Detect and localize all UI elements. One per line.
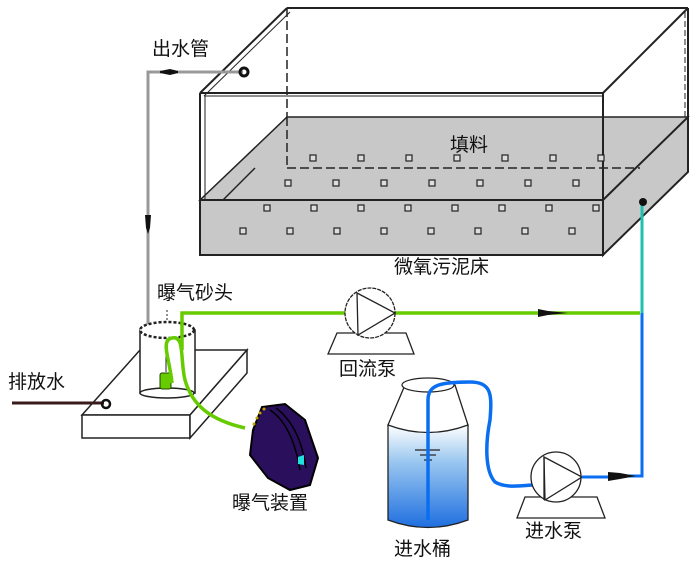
bed-front-face [199, 199, 604, 256]
inlet-check-valve [608, 472, 636, 481]
filler-block [380, 227, 388, 235]
label-outlet-pipe: 出水管 [152, 38, 210, 60]
filler-block [428, 179, 436, 187]
filler-block [427, 227, 435, 235]
filler-block [263, 204, 271, 212]
inlet-hose [426, 380, 533, 520]
label-return-pump: 回流泵 [339, 358, 397, 380]
filler-block [474, 227, 482, 235]
filler-block [332, 179, 340, 187]
label-filler: 填料 [450, 134, 489, 156]
label-discharge: 排放水 [8, 371, 66, 393]
label-sludge-bed: 微氧污泥床 [394, 256, 490, 278]
filler-block [239, 227, 247, 235]
filler-block [501, 154, 509, 162]
filler-blocks [239, 154, 605, 235]
filler-block [572, 179, 580, 187]
filler-block [404, 204, 412, 212]
filler-block [597, 154, 605, 162]
filler-block [524, 179, 532, 187]
filler-block [284, 179, 292, 187]
aerator-device [248, 402, 320, 492]
return-line [164, 309, 640, 430]
filler-block [549, 154, 557, 162]
filler-block [476, 179, 484, 187]
label-inlet-bucket: 进水桶 [394, 538, 452, 560]
filler-block [357, 204, 365, 212]
inlet-line-upper [620, 313, 644, 478]
filler-block [568, 227, 576, 235]
bed-side-face [602, 114, 689, 258]
filler-block [498, 204, 506, 212]
filler-block [451, 204, 459, 212]
check-valve [538, 309, 568, 317]
sludge-bed-tank [198, 7, 690, 258]
filler-block [405, 154, 413, 162]
return-pump [327, 287, 415, 355]
filler-block [357, 154, 365, 162]
filler-block [453, 154, 461, 162]
filler-block [309, 154, 317, 162]
discharge-pipe [12, 398, 112, 410]
inlet-port [639, 198, 647, 206]
filler-block [521, 227, 529, 235]
label-inlet-pump: 进水泵 [525, 520, 583, 542]
inlet-pump [516, 451, 636, 519]
filler-block [545, 204, 553, 212]
filler-block [333, 227, 341, 235]
filler-block [380, 179, 388, 187]
label-aerator: 曝气装置 [232, 492, 309, 514]
filler-block [592, 204, 600, 212]
filler-block [286, 227, 294, 235]
filler-block [310, 204, 318, 212]
label-aeration-stone: 曝气砂头 [157, 282, 234, 304]
